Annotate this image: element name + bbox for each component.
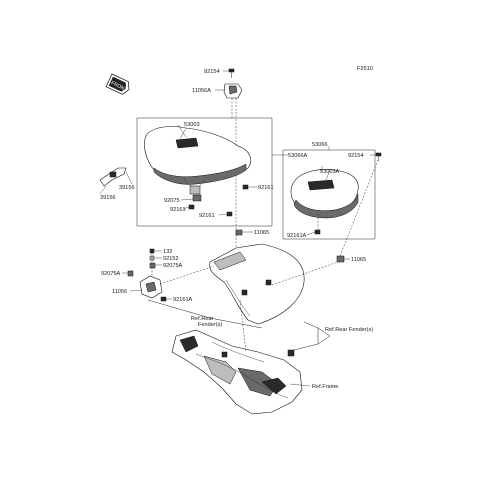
- label-92075: 92075: [164, 198, 180, 204]
- label-11056: 11056: [112, 289, 127, 295]
- rear-seat-group-box: [282, 149, 376, 240]
- bracket-11056a: [223, 83, 243, 99]
- nut-92161a-right: [314, 229, 321, 235]
- label-53066a: 53066A: [288, 153, 308, 159]
- rear-frame: [171, 329, 303, 415]
- label-132: 132: [163, 249, 172, 255]
- label-92161-b: 92161: [170, 207, 186, 213]
- label-ref-rear-fender-a1: Ref.Rear: [191, 316, 214, 322]
- label-92075a-a: 92075A: [163, 263, 183, 269]
- bracket-11056: [139, 275, 163, 299]
- label-53003a: 53003A: [320, 169, 340, 175]
- label-ref-rear-fender-a2: Fender(s): [198, 322, 222, 328]
- label-92154-top: 92154: [204, 69, 220, 75]
- grommet-11065-b: [336, 255, 345, 263]
- damper-92075a-b: [127, 270, 134, 277]
- rear-seat-53066: [290, 169, 359, 219]
- label-39156-b: 39156: [100, 195, 116, 201]
- bolt-92154-right: [375, 152, 382, 161]
- label-92075a-b: 92075A: [101, 271, 121, 277]
- label-11065-b: 11065: [351, 257, 366, 263]
- label-53066: 53066: [312, 142, 328, 148]
- strap-39156: [99, 167, 127, 187]
- label-ref-frame: Ref.Frame: [312, 384, 338, 390]
- label-39156-a: 39156: [119, 185, 135, 191]
- label-11056a: 11056A: [192, 88, 211, 94]
- nut-92161-b: [188, 204, 195, 210]
- label-92161-c: 92161: [199, 213, 215, 219]
- label-92161-a: 92161: [258, 185, 274, 191]
- label-92152: 92152: [163, 256, 179, 262]
- label-11065-a: 11065: [254, 230, 269, 236]
- nut-92161-a: [242, 184, 249, 190]
- grommet-11065-a: [235, 229, 243, 236]
- front-seat-group-box: [136, 117, 273, 227]
- damper-92075a-a: [149, 262, 156, 269]
- nut-92161a-left: [160, 296, 167, 302]
- figure-code: F2510: [357, 66, 373, 72]
- label-92161a-left: 92161A: [173, 297, 193, 303]
- rear-fender: [209, 243, 305, 325]
- damper-92075: [192, 194, 202, 202]
- label-53003: 53003: [184, 122, 200, 128]
- front-arrow-icon: FRONT: [105, 73, 130, 95]
- label-92161a-right: 92161A: [287, 233, 307, 239]
- nut-92161-c: [226, 211, 233, 217]
- label-ref-rear-fender-b: Ref.Rear Fender(s): [325, 327, 373, 333]
- ref-rear-fender-left-line: [147, 299, 263, 329]
- label-92154-right: 92154: [348, 153, 364, 159]
- front-seat-53066a: [144, 126, 251, 195]
- bolt-92154-top: [228, 68, 235, 78]
- ref-rear-fender-right-line: [293, 321, 331, 351]
- bolt-132: [149, 248, 155, 254]
